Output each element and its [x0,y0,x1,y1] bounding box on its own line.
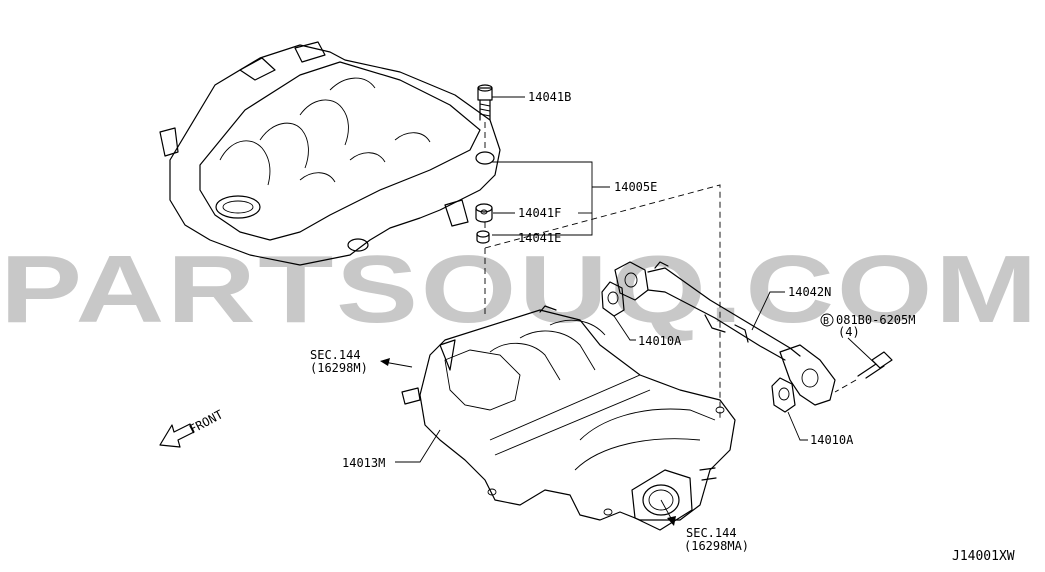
label-bolt-quantity: (4) [838,325,860,339]
sec-ref-left-part: (16298M) [310,361,368,375]
bolt-14041b-icon [477,84,493,121]
leader-lines [395,96,881,463]
intake-manifold [401,305,736,531]
front-label: FRONT [187,407,225,436]
grommet-14041f-icon [475,203,493,223]
label-14013m: 14013M [342,456,385,470]
label-14005e: 14005E [614,180,657,194]
front-arrow-icon [159,423,195,448]
engine-cover [159,41,501,266]
label-14042n: 14042N [788,285,831,299]
label-081b0-6205m: 081B0-6205M [836,313,915,327]
label-14041b: 14041B [528,90,571,104]
sec-arrow-left [380,358,413,368]
gasket-right-icon [771,377,796,413]
grommet-14041e-icon [476,230,490,244]
label-14041f: 14041F [518,206,561,220]
diagram-code: J14001XW [952,549,1015,564]
sec-ref-left: SEC.144 [310,348,361,362]
tube-14042n [614,261,836,406]
label-14041e: 14041E [518,231,561,245]
watermark: PARTSOUQ.COM [0,236,1040,343]
label-14010a-left: 14010A [638,334,682,348]
bolt-marker-icon [820,313,834,327]
sec-arrow-bottom [660,499,676,526]
bolt-marker-letter: B [823,316,829,327]
label-14010a-right: 14010A [810,433,854,447]
gasket-left-icon [601,281,625,317]
sec-ref-bottom-part: (16298MA) [684,539,749,553]
bolt-081b0-icon [857,351,893,379]
sec-ref-bottom: SEC.144 [686,526,737,540]
